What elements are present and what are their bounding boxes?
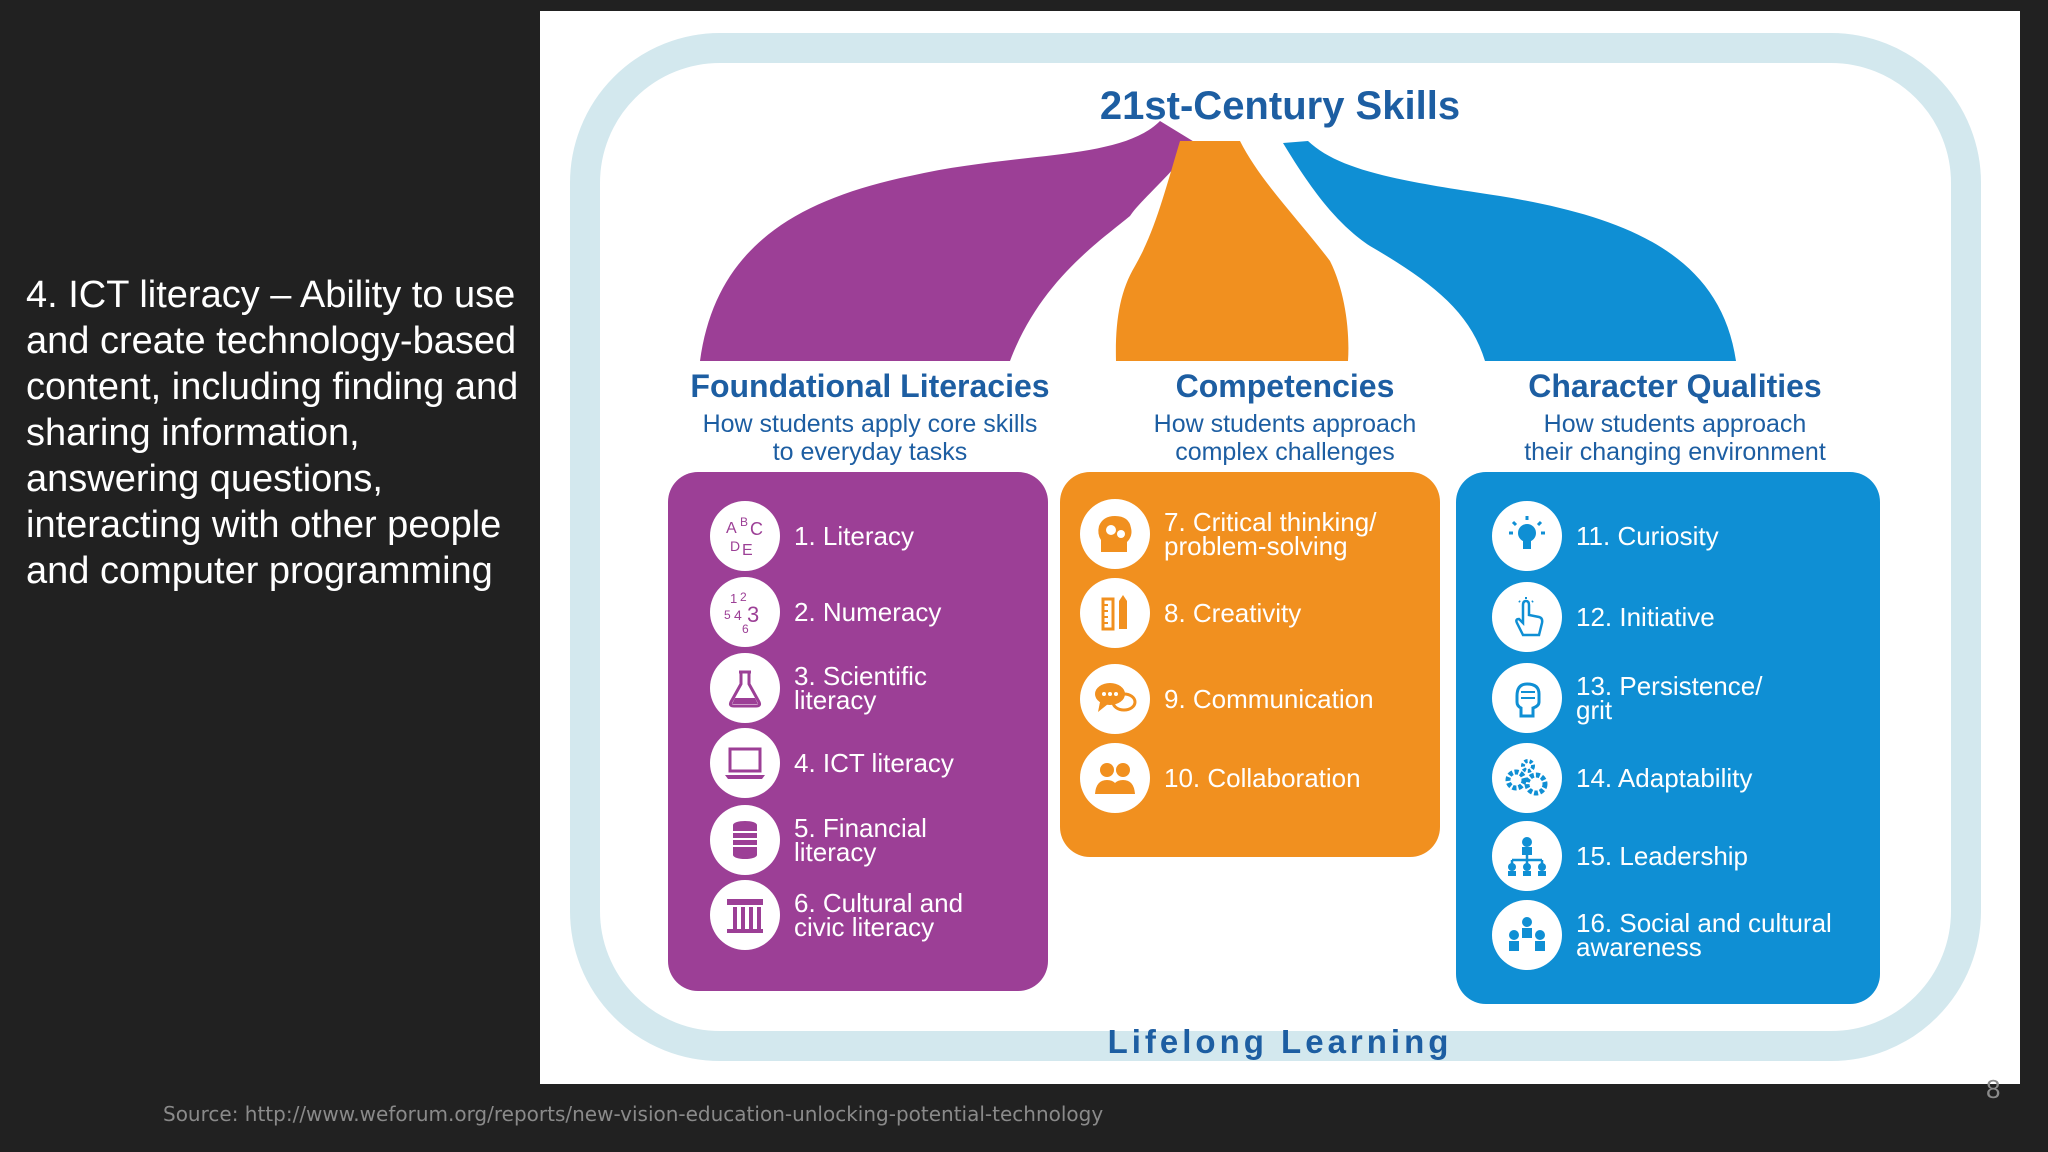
list-item: 9. Communication — [1080, 661, 1374, 737]
list-item: 14. Adaptability — [1492, 740, 1752, 816]
pointing-hand-icon — [1492, 582, 1562, 652]
svg-text:A: A — [726, 520, 737, 537]
orange-arm — [1115, 141, 1349, 361]
competencies-box: 7. Critical thinking/ problem-solving 8.… — [1060, 472, 1440, 857]
svg-text:4: 4 — [734, 607, 742, 623]
list-item: 5. Financial literacy — [710, 802, 927, 878]
list-item: 4. ICT literacy — [710, 725, 954, 801]
competencies-subtitle: How students approach complex challenges — [1153, 410, 1417, 466]
list-item: 15. Leadership — [1492, 818, 1748, 894]
svg-text:B: B — [740, 515, 748, 529]
item-label: 8. Creativity — [1164, 598, 1302, 628]
list-item: 11. Curiosity — [1492, 498, 1719, 574]
item-label: 12. Initiative — [1576, 602, 1715, 632]
diagram-title: 21st-Century Skills — [1099, 84, 1461, 128]
lifelong-learning-frame — [570, 33, 1981, 1061]
item-label: 15. Leadership — [1576, 841, 1749, 871]
laptop-icon — [710, 728, 780, 798]
lifelong-learning-label: Lifelong Learning — [1107, 1023, 1453, 1060]
item-label: 5. Financial literacy — [794, 813, 927, 867]
list-item: 6. Cultural and civic literacy — [710, 877, 963, 953]
svg-text:3: 3 — [747, 602, 759, 627]
pencil-ruler-icon — [1080, 578, 1150, 648]
blue-arm — [1283, 141, 1736, 361]
list-item: 7. Critical thinking/ problem-solving — [1080, 496, 1376, 572]
list-item: 10. Collaboration — [1080, 740, 1361, 816]
svg-text:1: 1 — [730, 591, 737, 606]
item-label: 13. Persistence/ grit — [1576, 671, 1763, 725]
foundational-heading: Foundational Literacies — [690, 368, 1050, 404]
list-item: 16. Social and cultural awareness — [1492, 897, 1832, 973]
svg-text:E: E — [742, 542, 753, 559]
character-box: 11. Curiosity 12. Initiative 13. Persist… — [1456, 472, 1880, 1004]
list-item: 8. Creativity — [1080, 575, 1301, 651]
svg-text:6: 6 — [742, 622, 749, 636]
lightbulb-icon — [1492, 501, 1562, 571]
character-subtitle: How students approach their changing env… — [1524, 410, 1826, 466]
flask-icon — [710, 653, 780, 723]
item-label: 7. Critical thinking/ problem-solving — [1164, 507, 1377, 561]
list-item: 13. Persistence/ grit — [1492, 660, 1762, 736]
svg-text:D: D — [730, 538, 740, 554]
item-label: 16. Social and cultural awareness — [1576, 908, 1832, 962]
item-label: 9. Communication — [1164, 684, 1374, 714]
foundational-subtitle: How students apply core skills to everyd… — [702, 410, 1038, 466]
item-label: 14. Adaptability — [1576, 763, 1753, 793]
list-item: 3. Scientific literacy — [710, 650, 927, 726]
head-gears-icon — [1080, 499, 1150, 569]
item-label: 4. ICT literacy — [794, 748, 954, 778]
fist-icon — [1492, 663, 1562, 733]
item-label: 1. Literacy — [794, 521, 914, 551]
item-label: 2. Numeracy — [794, 597, 942, 627]
page-number: 8 — [1986, 1074, 2001, 1104]
group-icon — [1492, 900, 1562, 970]
purple-arm — [700, 121, 1196, 361]
list-item: 12. Initiative — [1492, 579, 1715, 655]
svg-text:2: 2 — [740, 590, 747, 604]
org-chart-icon — [1492, 821, 1562, 891]
branch-arms — [700, 121, 1736, 361]
source-link[interactable]: Source: http://www.weforum.org/reports/n… — [163, 1102, 1104, 1126]
item-label: 3. Scientific literacy — [794, 661, 927, 715]
svg-text:5: 5 — [724, 608, 731, 622]
gears-icon — [1492, 743, 1562, 813]
character-heading: Character Qualities — [1528, 368, 1822, 404]
item-label: 11. Curiosity — [1576, 521, 1719, 551]
speech-bubbles-icon — [1080, 664, 1150, 734]
slide-caption: 4. ICT literacy – Ability to use and cre… — [26, 274, 519, 592]
column-icon — [710, 880, 780, 950]
item-label: 10. Collaboration — [1164, 763, 1361, 793]
diagram-panel: 21st-Century Skills Foundational Literac… — [540, 11, 2020, 1084]
competencies-heading: Competencies — [1175, 368, 1395, 404]
svg-text:C: C — [750, 519, 763, 539]
item-label: 6. Cultural and civic literacy — [794, 888, 964, 942]
coin-stack-icon — [710, 805, 780, 875]
people-icon — [1080, 743, 1150, 813]
